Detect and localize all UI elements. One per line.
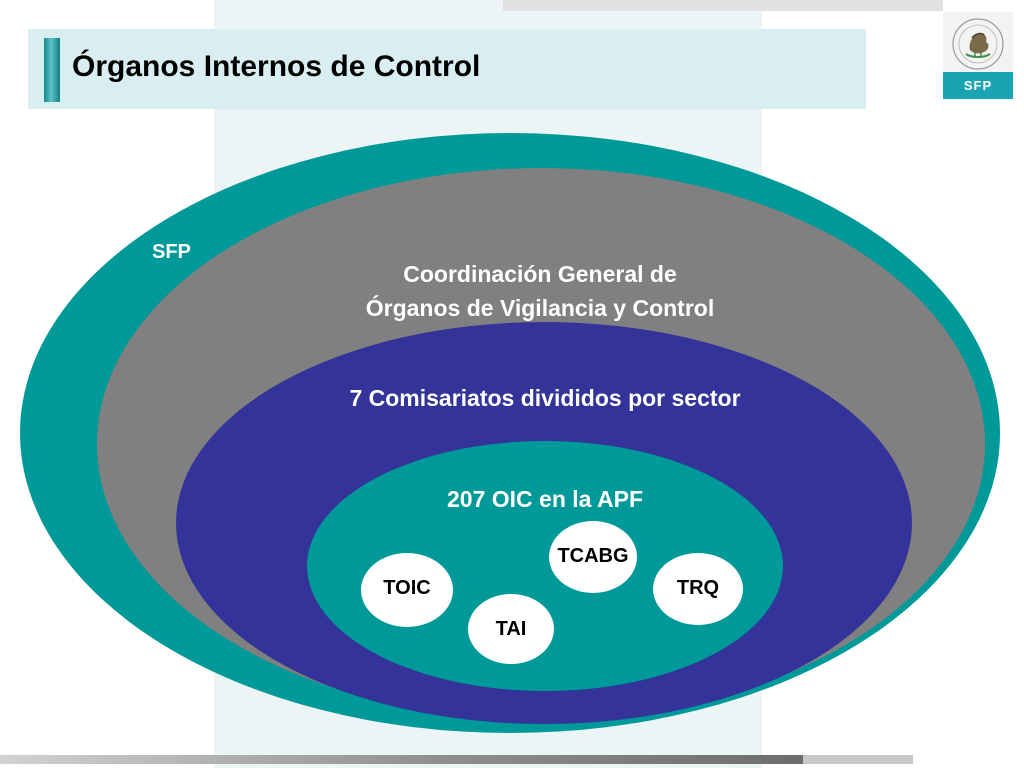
page-title: Órganos Internos de Control <box>72 50 481 83</box>
bottom-decorative-bar-light <box>803 755 913 764</box>
toic-circle <box>361 553 453 627</box>
tcabg-circle <box>549 521 637 593</box>
tai-label: TAI <box>495 618 527 640</box>
tcabg-label: TCABG <box>557 545 629 567</box>
coordination-label-line-1: Coordinación General de <box>403 261 677 287</box>
coordination-label-line-2: Órganos de Vigilancia y Control <box>365 295 715 321</box>
oic-ellipse <box>307 441 783 691</box>
oic-label: 207 OIC en la APF <box>447 486 643 512</box>
bottom-decorative-bar <box>0 755 803 764</box>
sfp-label: SFP <box>152 241 191 263</box>
sfp-badge: SFP <box>943 72 1013 99</box>
mexican-coat-of-arms-icon <box>952 18 1004 70</box>
top-decorative-bar <box>503 0 943 11</box>
title-band <box>28 29 866 109</box>
trq-circle <box>653 553 743 625</box>
toic-label: TOIC <box>383 577 431 599</box>
commissariats-label: 7 Comisariatos divididos por sector <box>349 385 741 411</box>
trq-label: TRQ <box>676 577 720 599</box>
tai-circle <box>468 594 554 664</box>
coordination-label: Coordinación General de Órganos de Vigil… <box>290 257 790 325</box>
title-accent-bar <box>44 38 60 102</box>
